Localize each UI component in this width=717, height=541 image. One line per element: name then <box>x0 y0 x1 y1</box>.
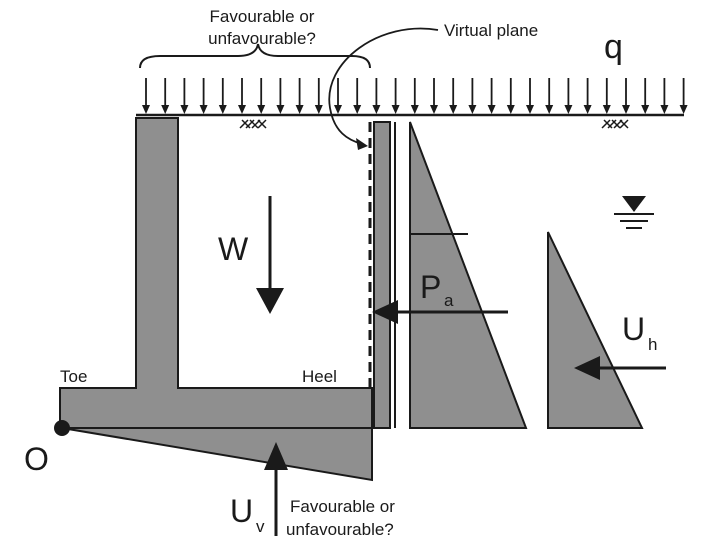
load-arrow-head <box>218 105 227 114</box>
favourable-brace <box>139 43 371 69</box>
ground-hatch-symbol-left <box>239 119 267 129</box>
water-force-arrow <box>574 356 666 380</box>
favourable-top-label-line2: unfavourable? <box>208 29 316 48</box>
load-arrow-head <box>180 105 189 114</box>
water-force-uh-subscript: h <box>648 335 657 354</box>
virtual-plane-pointer <box>328 27 439 145</box>
load-arrow-head <box>449 105 458 114</box>
load-arrow-head <box>660 105 669 114</box>
load-arrow-head <box>372 105 381 114</box>
load-arrow-head <box>142 105 150 114</box>
load-arrow-head <box>526 105 534 114</box>
pivot-point-o <box>54 420 70 436</box>
favourable-top-label-line1: Favourable or <box>210 7 315 26</box>
load-arrow-head <box>276 105 285 114</box>
load-arrow-head <box>314 105 323 114</box>
toe-label: Toe <box>60 367 87 386</box>
load-arrow-head <box>468 105 477 114</box>
load-arrow-head <box>391 105 400 114</box>
active-force-arrow <box>372 300 508 324</box>
load-arrow-head <box>487 105 496 114</box>
load-arrow-head <box>161 105 170 114</box>
load-arrow-head <box>641 105 650 114</box>
heel-label: Heel <box>302 367 337 386</box>
load-arrow-head <box>564 105 573 114</box>
uplift-force-uv-label: U <box>230 493 253 529</box>
active-pressure-diagram <box>409 121 528 429</box>
base-uplift-triangle <box>61 427 373 482</box>
load-arrow-head <box>602 105 611 114</box>
weight-arrow <box>256 196 284 314</box>
load-arrow-head <box>353 105 362 114</box>
virtual-plane-strip <box>373 121 391 429</box>
load-arrow-head <box>199 105 208 114</box>
surcharge-load-arrows <box>142 78 688 114</box>
weight-w-label: W <box>218 231 249 267</box>
ground-hatch-symbol-right <box>601 119 629 129</box>
water-pressure-diagram <box>547 231 644 429</box>
load-arrow-head <box>295 105 304 114</box>
surcharge-q-label: q <box>604 28 623 66</box>
virtual-plane-label: Virtual plane <box>444 21 538 40</box>
favourable-bottom-label-line2: unfavourable? <box>286 520 394 539</box>
water-table-icon <box>614 196 654 229</box>
virtual-plane-pointer-head <box>356 138 368 150</box>
active-force-pa-label: P <box>420 269 441 305</box>
favourable-bottom-label-line1: Favourable or <box>290 497 395 516</box>
load-arrow-head <box>410 105 419 114</box>
load-arrow-head <box>238 105 246 114</box>
uplift-force-uv-subscript: v <box>256 517 265 536</box>
load-arrow-head <box>506 105 515 114</box>
load-arrow-head <box>257 105 266 114</box>
active-force-pa-subscript: a <box>444 291 454 310</box>
load-arrow-head <box>334 105 342 114</box>
load-arrow-head <box>545 105 554 114</box>
load-arrow-head <box>583 105 592 114</box>
load-arrow-head <box>622 105 630 114</box>
pivot-o-label: O <box>24 441 49 477</box>
uplift-force-arrow <box>264 442 288 536</box>
water-force-uh-label: U <box>622 311 645 347</box>
load-arrow-head <box>430 105 438 114</box>
load-arrow-head <box>679 105 688 114</box>
